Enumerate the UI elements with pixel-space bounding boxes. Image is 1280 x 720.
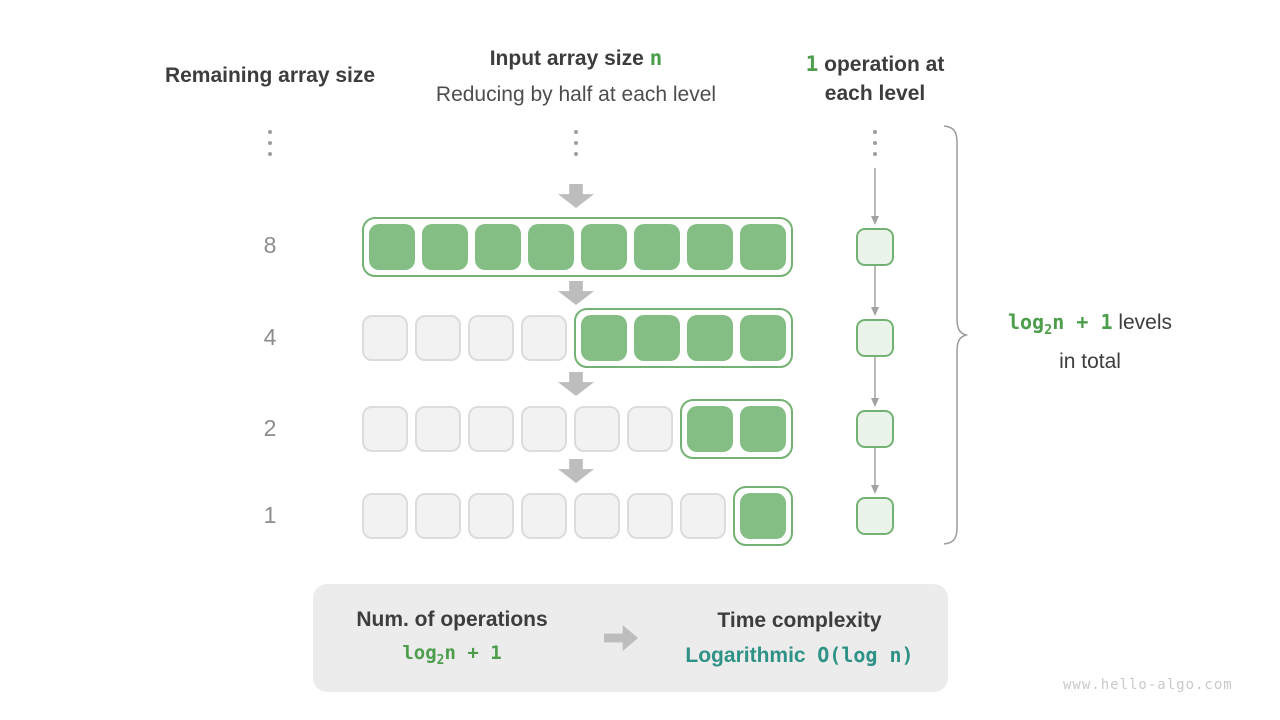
header-one-symbol: 1 <box>805 52 819 76</box>
levels-text: levels <box>1112 311 1173 334</box>
down-arrow-icon <box>558 372 594 396</box>
summary-complexity: Time complexity Logarithmic O(log n) <box>651 609 948 668</box>
levels-text-line2: in total <box>1059 350 1121 373</box>
operation-box <box>856 228 894 266</box>
array-cell-empty <box>574 493 620 539</box>
ellipsis-right <box>873 130 877 163</box>
array-cell-empty <box>574 406 620 452</box>
row-label-2: 2 <box>263 415 277 441</box>
levels-formula: log2n + 1 <box>1007 310 1113 338</box>
dot <box>268 152 272 156</box>
dot <box>873 130 877 134</box>
complexity-big-o: O(log n) <box>817 642 914 667</box>
highlighted-subarray <box>574 308 793 368</box>
levels-annotation: log2n + 1 levels in total <box>985 307 1195 377</box>
array-row <box>362 486 793 546</box>
header-remaining-array-size: Remaining array size <box>164 64 376 87</box>
array-cell-empty <box>521 406 567 452</box>
time-complexity-title: Time complexity <box>717 608 882 632</box>
array-cell-empty <box>468 493 514 539</box>
operation-box <box>856 319 894 357</box>
array-cell-active <box>740 315 786 361</box>
array-cell-active <box>687 406 733 452</box>
highlighted-subarray <box>362 217 793 277</box>
ellipsis-center <box>574 130 578 163</box>
summary-operations: Num. of operations log2n + 1 <box>313 608 591 668</box>
array-cell-empty <box>680 493 726 539</box>
header-input-array-size-text: Input array size <box>489 47 650 70</box>
array-cell-active <box>634 224 680 270</box>
array-cell-empty <box>415 315 461 361</box>
complexity-word: Logarithmic <box>685 643 806 667</box>
array-cell-active <box>740 406 786 452</box>
array-cell-empty <box>362 493 408 539</box>
header-input-array-size: Input array size n <box>426 46 726 71</box>
highlighted-subarray <box>733 486 793 546</box>
array-cell-empty <box>627 406 673 452</box>
dot <box>268 130 272 134</box>
down-arrow-icon <box>558 459 594 483</box>
down-arrow-icon <box>558 184 594 208</box>
dot <box>873 152 877 156</box>
dot <box>574 130 578 134</box>
array-cell-empty <box>521 315 567 361</box>
header-reducing-subtitle: Reducing by half at each level <box>435 83 717 106</box>
array-row <box>362 308 793 368</box>
array-cell-active <box>740 493 786 539</box>
array-row <box>362 399 793 459</box>
array-cell-empty <box>521 493 567 539</box>
array-cell-empty <box>468 406 514 452</box>
array-cell-active <box>740 224 786 270</box>
array-cell-active <box>422 224 468 270</box>
header-n-symbol: n <box>649 46 663 70</box>
row-label-8: 8 <box>263 232 277 258</box>
array-cell-empty <box>415 493 461 539</box>
array-cell-empty <box>415 406 461 452</box>
num-operations-formula: log2n + 1 <box>402 642 502 668</box>
dot <box>873 141 877 145</box>
dot <box>574 152 578 156</box>
array-cell-empty <box>468 315 514 361</box>
header-each-level-text: each level <box>824 82 926 105</box>
right-arrow-icon <box>604 625 638 651</box>
operations-column <box>856 228 894 535</box>
array-row <box>362 217 793 277</box>
array-cell-active <box>581 315 627 361</box>
array-cell-empty <box>627 493 673 539</box>
array-cell-active <box>581 224 627 270</box>
summary-box: Num. of operations log2n + 1 Time comple… <box>313 584 948 692</box>
operation-box <box>856 497 894 535</box>
summary-arrow-cell <box>591 625 651 651</box>
dot <box>574 141 578 145</box>
time-complexity-value: Logarithmic O(log n) <box>651 643 948 668</box>
header-operation-at-text: operation at <box>818 53 945 76</box>
array-cell-active <box>369 224 415 270</box>
array-cell-active <box>687 224 733 270</box>
array-cell-empty <box>362 315 408 361</box>
row-label-1: 1 <box>263 502 277 528</box>
array-cell-active <box>634 315 680 361</box>
ellipsis-left <box>268 130 272 163</box>
num-operations-title: Num. of operations <box>356 608 548 632</box>
down-arrow-icon <box>558 281 594 305</box>
array-cell-active <box>687 315 733 361</box>
watermark: www.hello-algo.com <box>1063 677 1233 693</box>
dot <box>268 141 272 145</box>
array-cell-active <box>475 224 521 270</box>
operation-box <box>856 410 894 448</box>
header-one-operation: 1 operation at each level <box>790 50 960 108</box>
highlighted-subarray <box>680 399 793 459</box>
array-cell-empty <box>362 406 408 452</box>
array-cell-active <box>528 224 574 270</box>
row-label-4: 4 <box>263 324 277 350</box>
